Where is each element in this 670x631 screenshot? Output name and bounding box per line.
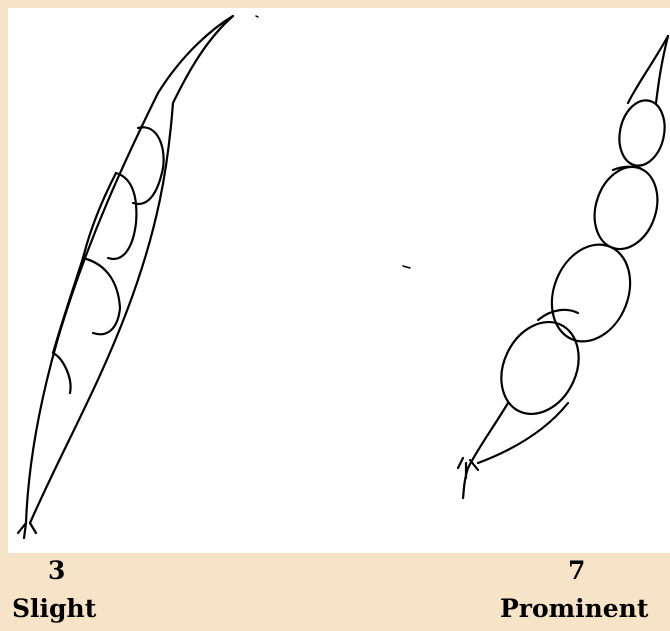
left-label: Slight [12, 594, 96, 624]
slight-pod-drawing [18, 16, 233, 538]
pod-drawings [8, 8, 670, 553]
right-score: 7 [568, 556, 585, 586]
left-score: 3 [48, 556, 65, 586]
right-label: Prominent [500, 594, 648, 624]
illustration-panel [8, 8, 670, 553]
prominent-pod-drawing [458, 36, 670, 498]
